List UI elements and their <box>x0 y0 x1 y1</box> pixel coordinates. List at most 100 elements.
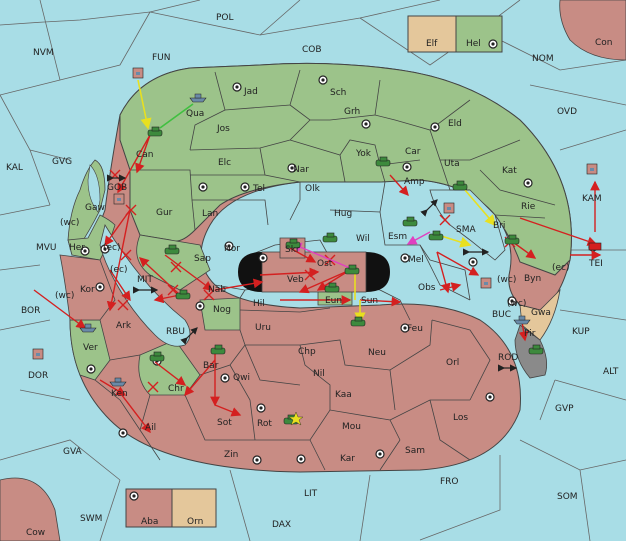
province-borders <box>94 69 556 471</box>
army-unit <box>528 344 544 355</box>
label-neu: Neu <box>368 348 386 358</box>
label-bor: BOR <box>21 306 40 316</box>
label-ec1: (ec) <box>103 243 121 253</box>
label-kup: KUP <box>572 327 590 337</box>
label-nab: Nab <box>208 285 226 295</box>
label-cow: Cow <box>26 528 45 538</box>
label-nar: Nar <box>293 165 309 175</box>
label-pol: POL <box>216 13 234 23</box>
army-unit <box>210 344 226 355</box>
label-mvu: MVU <box>36 243 57 253</box>
yellow-orders <box>137 79 497 324</box>
label-som: SOM <box>557 492 578 502</box>
army-unit <box>350 316 366 327</box>
label-jos: Jos <box>216 124 230 134</box>
label-pir: Pir <box>524 329 536 339</box>
label-alt: ALT <box>603 367 619 377</box>
label-ovd: OVD <box>557 107 577 117</box>
label-sap: Sap <box>194 254 211 264</box>
label-nor: Nor <box>224 244 240 254</box>
land-labels: Jad Sch Qua Jos Grh Eld Can Elc Nar Yok … <box>55 87 570 464</box>
label-eun: Eun <box>325 296 342 306</box>
dislodged-markers <box>32 67 598 360</box>
label-grh: Grh <box>344 107 360 117</box>
label-obs: Obs <box>418 283 436 293</box>
label-gvp: GVP <box>555 404 574 414</box>
province-cow[interactable] <box>0 477 61 541</box>
label-uta: Uta <box>444 159 460 169</box>
label-rbu: RBU <box>166 327 185 337</box>
label-jad: Jad <box>243 87 258 97</box>
lake-gob <box>87 164 101 213</box>
label-kaa: Kaa <box>335 390 352 400</box>
label-esm: Esm <box>388 232 407 242</box>
label-tei: TEI <box>588 259 603 269</box>
red-orders <box>33 134 602 434</box>
label-kat: Kat <box>502 166 517 176</box>
label-nom: NOM <box>532 54 554 64</box>
label-zin: Zin <box>224 450 238 460</box>
label-dor: DOR <box>28 371 48 381</box>
label-mel: Mel <box>408 255 424 265</box>
key-label-orn: Orn <box>187 517 203 527</box>
label-wc1: (wc) <box>60 218 79 228</box>
army-unit <box>402 216 418 227</box>
label-kar: Kar <box>340 454 355 464</box>
army-unit <box>428 230 444 241</box>
key-label-aba: Aba <box>141 517 158 527</box>
label-lan: Lan <box>202 209 218 219</box>
army-unit <box>322 232 338 243</box>
label-rot: Rot <box>257 419 272 429</box>
label-con: Con <box>595 38 613 48</box>
label-skr: Skr <box>285 245 300 255</box>
label-gur: Gur <box>156 208 173 218</box>
key-label-hel: Hel <box>466 39 481 49</box>
label-sma: SMA <box>456 225 476 235</box>
army-unit <box>164 244 180 255</box>
label-wc3: (wc) <box>55 291 74 301</box>
label-sun: Sun <box>361 296 378 306</box>
label-rod: ROD <box>498 353 518 363</box>
army-unit <box>149 351 165 362</box>
convoy-markers <box>107 174 518 372</box>
label-can: Can <box>136 150 154 160</box>
province-ver[interactable] <box>69 319 111 381</box>
province-con[interactable] <box>559 0 626 61</box>
label-qwi: Qwi <box>233 373 250 383</box>
label-ail: Ail <box>145 423 156 433</box>
label-gaw: Gaw <box>85 203 105 213</box>
label-fun: FUN <box>152 53 171 63</box>
label-orl: Orl <box>446 358 459 368</box>
label-hug: Hug <box>334 209 352 219</box>
fleet-units <box>79 93 531 387</box>
army-unit-red <box>588 242 602 251</box>
label-ark: Ark <box>116 321 132 331</box>
army-unit <box>504 234 520 245</box>
canal-east-end <box>366 252 390 292</box>
label-lit: LIT <box>304 489 318 499</box>
label-mou: Mou <box>342 422 361 432</box>
label-olk: Olk <box>305 184 321 194</box>
label-kor: Kor <box>80 285 95 295</box>
label-gva: GVA <box>63 447 83 457</box>
key-label-elf: Elf <box>426 39 438 49</box>
fleet-unit <box>79 323 97 333</box>
army-units <box>147 126 602 426</box>
label-bri: Bri <box>493 221 505 231</box>
label-qua: Qua <box>186 109 204 119</box>
army-unit <box>285 238 301 249</box>
army-unit <box>452 180 468 191</box>
label-amp: Amp <box>404 177 425 187</box>
label-buc: BUC <box>492 310 511 320</box>
label-elc: Elc <box>218 158 231 168</box>
label-gob: GOB <box>107 183 127 193</box>
label-feu: Feu <box>407 324 423 334</box>
fleet-unit <box>189 93 207 103</box>
army-unit <box>375 156 391 167</box>
label-dax: DAX <box>272 520 291 530</box>
label-fro: FRO <box>440 477 459 487</box>
label-rie: Rie <box>521 202 536 212</box>
